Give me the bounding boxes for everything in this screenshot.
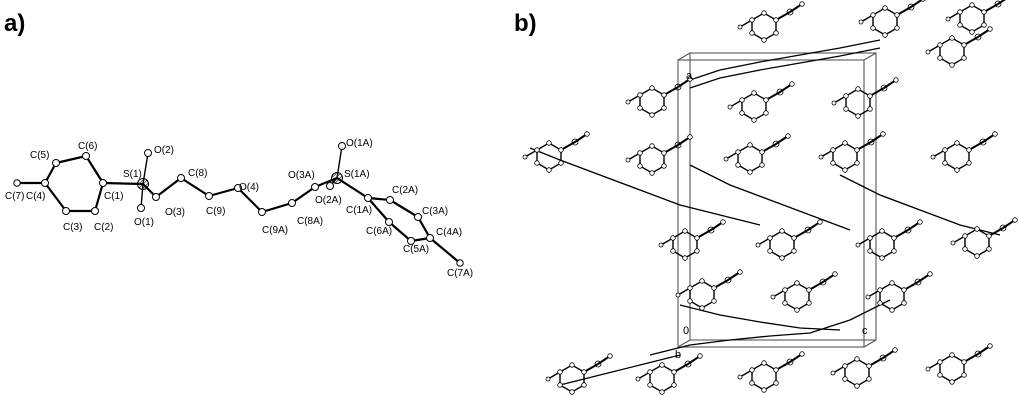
atom-c2a: [386, 196, 394, 204]
atom-c8: [177, 174, 185, 182]
molecule-copies: [522, 0, 1019, 396]
label-o3a: O(3A): [288, 170, 315, 181]
atom-c2: [91, 207, 99, 215]
label-c7: C(7): [5, 191, 24, 202]
atom-o3a: [311, 183, 319, 191]
label-c6: C(6): [78, 141, 97, 152]
axis-label-b: b: [675, 349, 681, 361]
atom-c6: [82, 152, 90, 160]
label-c1: C(1): [104, 191, 123, 202]
label-c9a: C(9A): [262, 225, 288, 236]
atom-c3a: [414, 213, 422, 221]
atom-c3: [62, 207, 70, 215]
atom-c8a: [288, 199, 296, 207]
label-o3: O(3): [165, 207, 185, 218]
atom-s1a: [331, 172, 343, 184]
label-c6a: C(6A): [366, 226, 392, 237]
atom-o2a: [326, 182, 334, 190]
label-s1a: S(1A): [344, 169, 370, 180]
label-o2: O(2): [154, 145, 174, 156]
atom-c1a: [364, 194, 372, 202]
panel-a-label: a): [4, 10, 26, 37]
atom-c5a: [407, 237, 415, 245]
label-o1a: O(1A): [346, 138, 373, 149]
label-s1: S(1): [123, 169, 142, 180]
atom-c1: [99, 179, 107, 187]
atom-c6a: [385, 218, 393, 226]
atom-c7a: [456, 259, 464, 267]
axis-label-a: a: [686, 70, 693, 82]
atom-o1a: [338, 142, 346, 150]
label-o2a: O(2A): [315, 195, 342, 206]
label-c4: C(4): [26, 191, 45, 202]
atom-c4a: [426, 234, 434, 242]
axis-label-c: c: [862, 325, 868, 337]
crystal-packing-diagram: a 0 b c: [522, 0, 1019, 396]
label-c4a: C(4A): [436, 227, 462, 238]
label-o1: O(1): [134, 217, 154, 228]
label-c9: C(9): [206, 206, 225, 217]
label-c7a: C(7A): [447, 268, 473, 279]
label-c8a: C(8A): [297, 216, 323, 227]
label-c1a: C(1A): [346, 205, 372, 216]
label-c5a: C(5A): [403, 244, 429, 255]
atom-c7: [13, 179, 21, 187]
axis-label-origin: 0: [683, 325, 689, 337]
atom-c4: [41, 179, 49, 187]
atom-o1: [137, 204, 145, 212]
label-c3: C(3): [63, 222, 82, 233]
label-c3a: C(3A): [422, 206, 448, 217]
label-c2a: C(2A): [392, 185, 418, 196]
atom-o4: [234, 184, 242, 192]
atom-o2: [144, 149, 152, 157]
label-c8: C(8): [188, 168, 207, 179]
atom-c5: [52, 159, 60, 167]
label-c2: C(2): [94, 222, 113, 233]
label-c5: C(5): [30, 150, 49, 161]
label-o4: O(4): [239, 182, 259, 193]
atom-o3: [152, 193, 160, 201]
molecular-structure: C(7) C(4) C(5) C(6) C(3) C(2) C(1) S(1) …: [5, 138, 473, 279]
panel-b-label: b): [514, 10, 537, 37]
atom-c9a: [258, 208, 266, 216]
atom-c9: [205, 192, 213, 200]
atom-s1: [137, 178, 149, 190]
